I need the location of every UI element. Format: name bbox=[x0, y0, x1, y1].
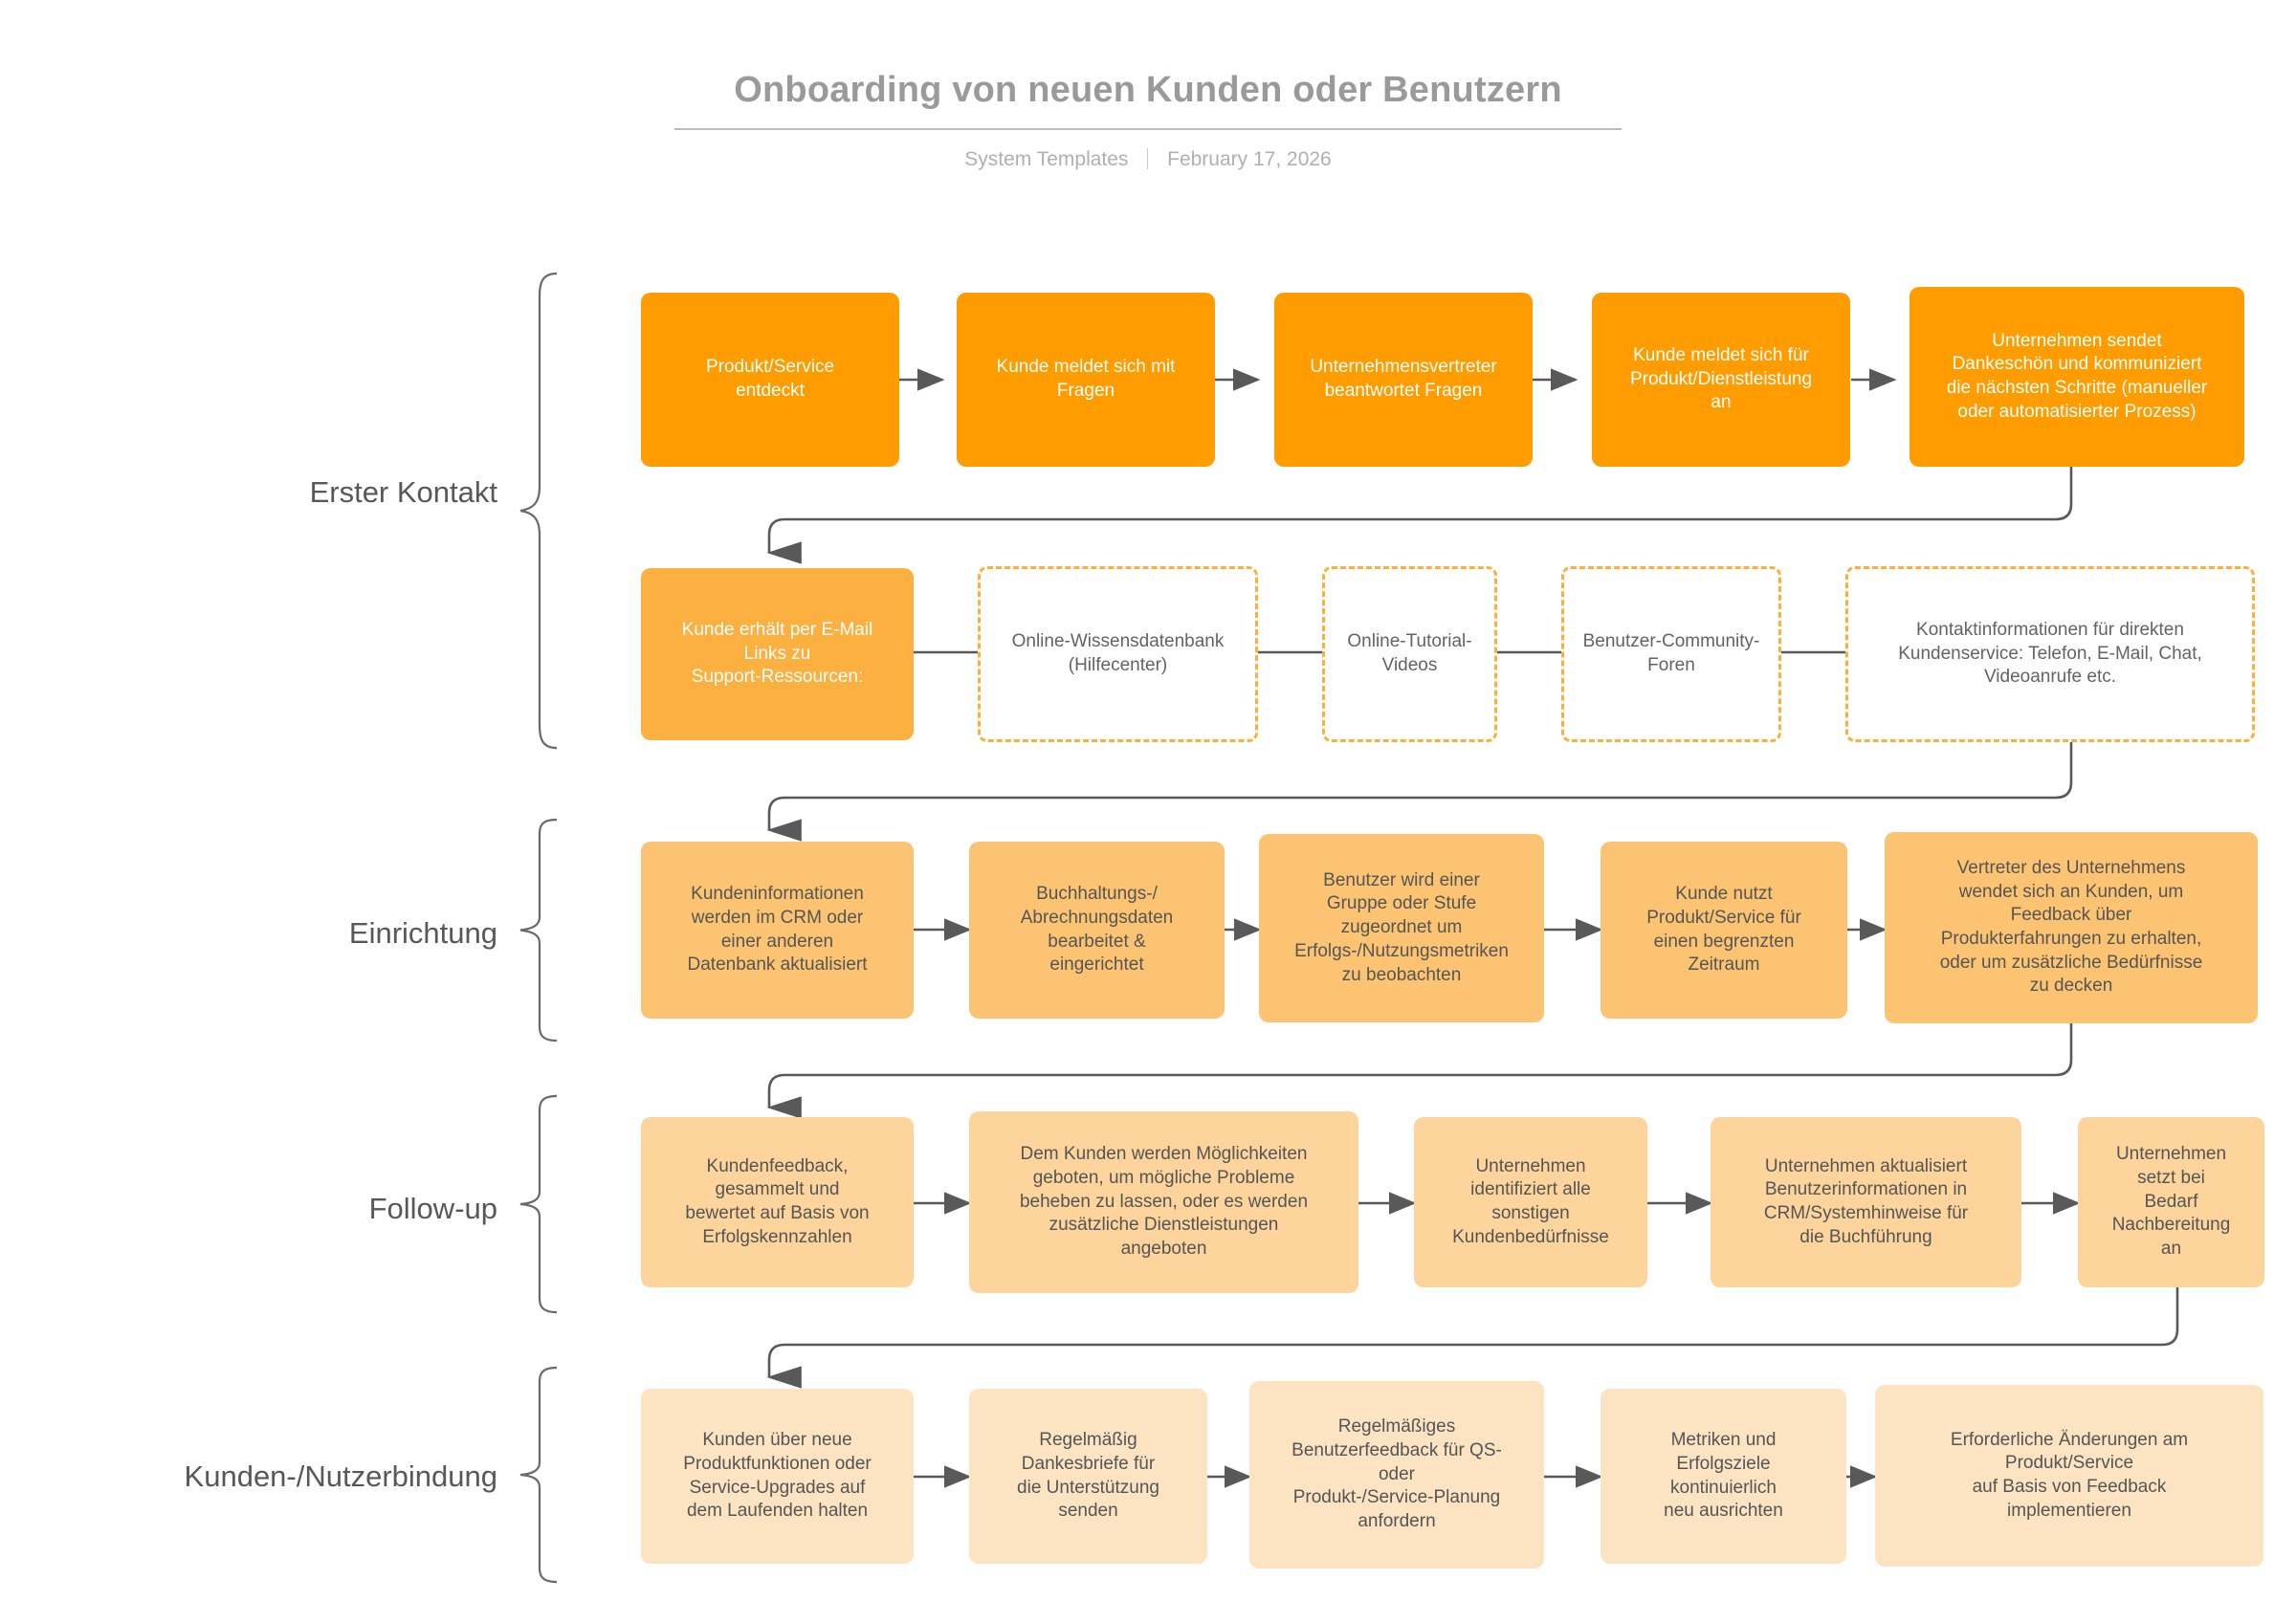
node-row4-3[interactable]: Unternehmen aktualisiert Benutzerinforma… bbox=[1711, 1117, 2021, 1287]
node-row5-0[interactable]: Kunden über neue Produktfunktionen oder … bbox=[641, 1389, 914, 1564]
phase-label-follow-up: Follow-up bbox=[368, 1192, 497, 1225]
node-row2-4[interactable]: Kontaktinformationen für direkten Kunden… bbox=[1845, 566, 2255, 742]
node-row5-1[interactable]: Regelmäßig Dankesbriefe für die Unterstü… bbox=[969, 1389, 1207, 1564]
node-row5-3[interactable]: Metriken und Erfolgsziele kontinuierlich… bbox=[1601, 1389, 1846, 1564]
phase-label-einrichtung: Einrichtung bbox=[348, 916, 497, 950]
node-row3-1[interactable]: Buchhaltungs-/ Abrechnungsdaten bearbeit… bbox=[969, 842, 1225, 1019]
node-row2-3[interactable]: Benutzer-Community- Foren bbox=[1561, 566, 1781, 742]
node-row3-0[interactable]: Kundeninformationen werden im CRM oder e… bbox=[641, 842, 914, 1019]
node-row3-3[interactable]: Kunde nutzt Produkt/Service für einen be… bbox=[1601, 842, 1847, 1019]
node-row1-0[interactable]: Produkt/Service entdeckt bbox=[641, 293, 899, 467]
node-row1-2[interactable]: Unternehmensvertreter beantwortet Fragen bbox=[1274, 293, 1533, 467]
brace-kundenbindung bbox=[519, 1366, 559, 1584]
node-row1-4[interactable]: Unternehmen sendet Dankeschön und kommun… bbox=[1910, 287, 2244, 467]
node-row4-0[interactable]: Kundenfeedback, gesammelt und bewertet a… bbox=[641, 1117, 914, 1287]
node-row2-2[interactable]: Online-Tutorial- Videos bbox=[1322, 566, 1497, 742]
header: Onboarding von neuen Kunden oder Benutze… bbox=[0, 69, 2296, 130]
phase-label-erster-kontakt: Erster Kontakt bbox=[309, 475, 497, 509]
node-row3-2[interactable]: Benutzer wird einer Gruppe oder Stufe zu… bbox=[1259, 834, 1544, 1022]
node-row4-1[interactable]: Dem Kunden werden Möglichkeiten geboten,… bbox=[969, 1111, 1358, 1293]
node-row4-2[interactable]: Unternehmen identifiziert alle sonstigen… bbox=[1414, 1117, 1647, 1287]
node-row5-4[interactable]: Erforderliche Änderungen am Produkt/Serv… bbox=[1875, 1385, 2263, 1567]
brace-erster-kontakt bbox=[519, 272, 559, 750]
node-row2-1[interactable]: Online-Wissensdatenbank (Hilfecenter) bbox=[978, 566, 1258, 742]
brace-follow-up bbox=[519, 1094, 559, 1314]
node-row5-2[interactable]: Regelmäßiges Benutzerfeedback für QS- od… bbox=[1249, 1381, 1544, 1569]
page-title: Onboarding von neuen Kunden oder Benutze… bbox=[734, 70, 1562, 110]
node-row2-0[interactable]: Kunde erhält per E-Mail Links zu Support… bbox=[641, 568, 914, 740]
subtitle-source: System Templates bbox=[964, 148, 1129, 170]
phase-label-kundenbindung: Kunden-/Nutzerbindung bbox=[184, 1459, 497, 1493]
title-divider bbox=[674, 127, 1622, 130]
subtitle-separator bbox=[1147, 148, 1149, 169]
node-row1-3[interactable]: Kunde meldet sich für Produkt/Dienstleis… bbox=[1592, 293, 1850, 467]
node-row1-1[interactable]: Kunde meldet sich mit Fragen bbox=[957, 293, 1215, 467]
node-row3-4[interactable]: Vertreter des Unternehmens wendet sich a… bbox=[1885, 832, 2258, 1023]
node-row4-4[interactable]: Unternehmen setzt bei Bedarf Nachbereitu… bbox=[2078, 1117, 2264, 1287]
subtitle-date: February 17, 2026 bbox=[1167, 148, 1332, 170]
brace-einrichtung bbox=[519, 818, 559, 1042]
subtitle: System Templates February 17, 2026 bbox=[0, 148, 2296, 171]
